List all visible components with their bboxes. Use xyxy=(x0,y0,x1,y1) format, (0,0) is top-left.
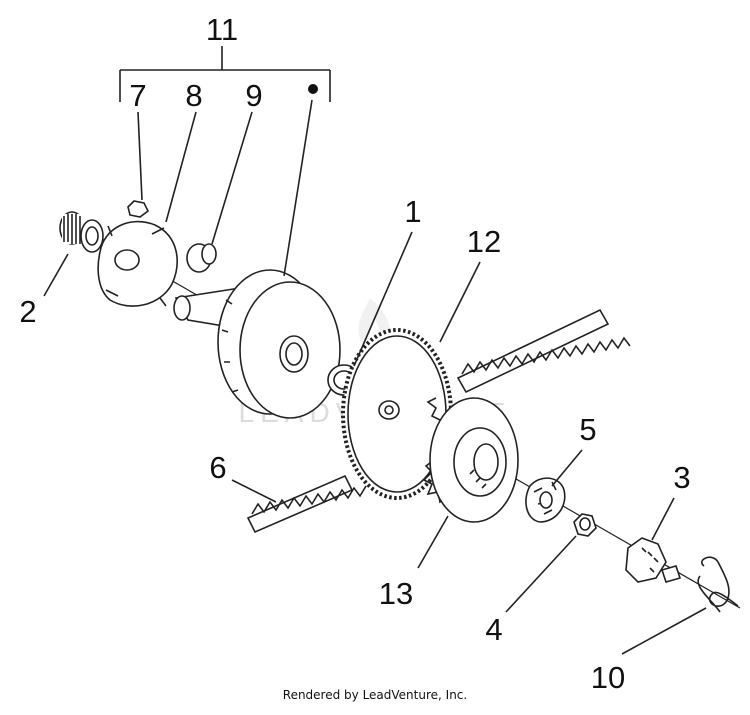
slider-piece xyxy=(127,200,150,218)
callout-4: 4 xyxy=(485,612,502,647)
callout-6: 6 xyxy=(209,450,226,485)
callout-8: 8 xyxy=(185,78,202,113)
callout-3: 3 xyxy=(673,460,690,495)
rack-left xyxy=(246,474,367,534)
clutch-spring xyxy=(525,477,566,523)
rack-right xyxy=(456,308,631,394)
callout-5: 5 xyxy=(579,412,596,447)
group-bracket xyxy=(119,46,331,102)
retaining-clip xyxy=(697,556,739,613)
callout-2: 2 xyxy=(19,294,36,329)
ramp-plate xyxy=(97,220,178,307)
flame-logo-icon xyxy=(358,298,391,352)
callout-11: 11 xyxy=(206,12,238,47)
callout-12: 12 xyxy=(467,224,501,259)
callout-7: 7 xyxy=(129,78,146,113)
hex-nut xyxy=(573,513,597,537)
drive-face xyxy=(422,397,519,523)
leader-lines xyxy=(43,99,707,655)
callout-13: 13 xyxy=(379,576,413,611)
callout-1: 1 xyxy=(404,194,421,229)
roller-weight xyxy=(186,243,217,273)
drive-gear xyxy=(625,537,682,583)
callout-10: 10 xyxy=(591,660,625,695)
variator-pulley xyxy=(217,269,341,419)
needle-bearing xyxy=(59,211,104,253)
footer-credit: Rendered by LeadVenture, Inc. xyxy=(282,688,468,702)
callout-9: 9 xyxy=(245,78,262,113)
group-bullet-dot xyxy=(308,84,318,94)
